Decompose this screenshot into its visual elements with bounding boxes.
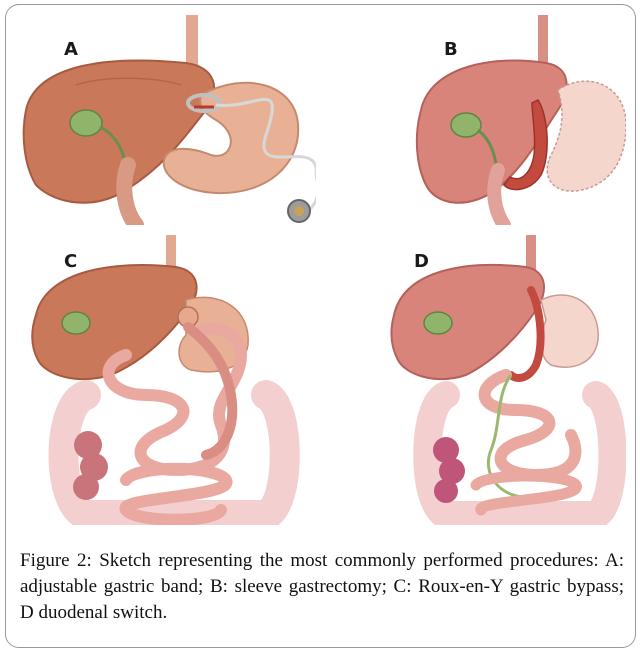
liver <box>391 265 544 379</box>
panel-a-illustration <box>16 15 316 225</box>
figure-frame: A B <box>5 4 636 648</box>
panel-a: A <box>16 15 316 225</box>
figure-caption: Figure 2: Sketch representing the most c… <box>20 548 624 626</box>
panel-d-label: D <box>414 251 429 272</box>
gallbladder <box>424 312 452 334</box>
panel-b: B <box>326 15 626 225</box>
panel-c-illustration <box>16 235 316 525</box>
gallbladder <box>70 110 102 136</box>
panel-c-label: C <box>64 251 77 272</box>
removed-stomach <box>541 295 598 367</box>
panel-b-illustration <box>326 15 626 225</box>
panel-d-illustration <box>326 235 626 525</box>
gallbladder <box>62 312 90 334</box>
gallbladder <box>451 113 481 137</box>
panel-d: D <box>326 235 626 525</box>
panel-b-label: B <box>444 39 458 60</box>
panel-a-label: A <box>64 39 78 60</box>
panel-c: C <box>16 235 316 525</box>
